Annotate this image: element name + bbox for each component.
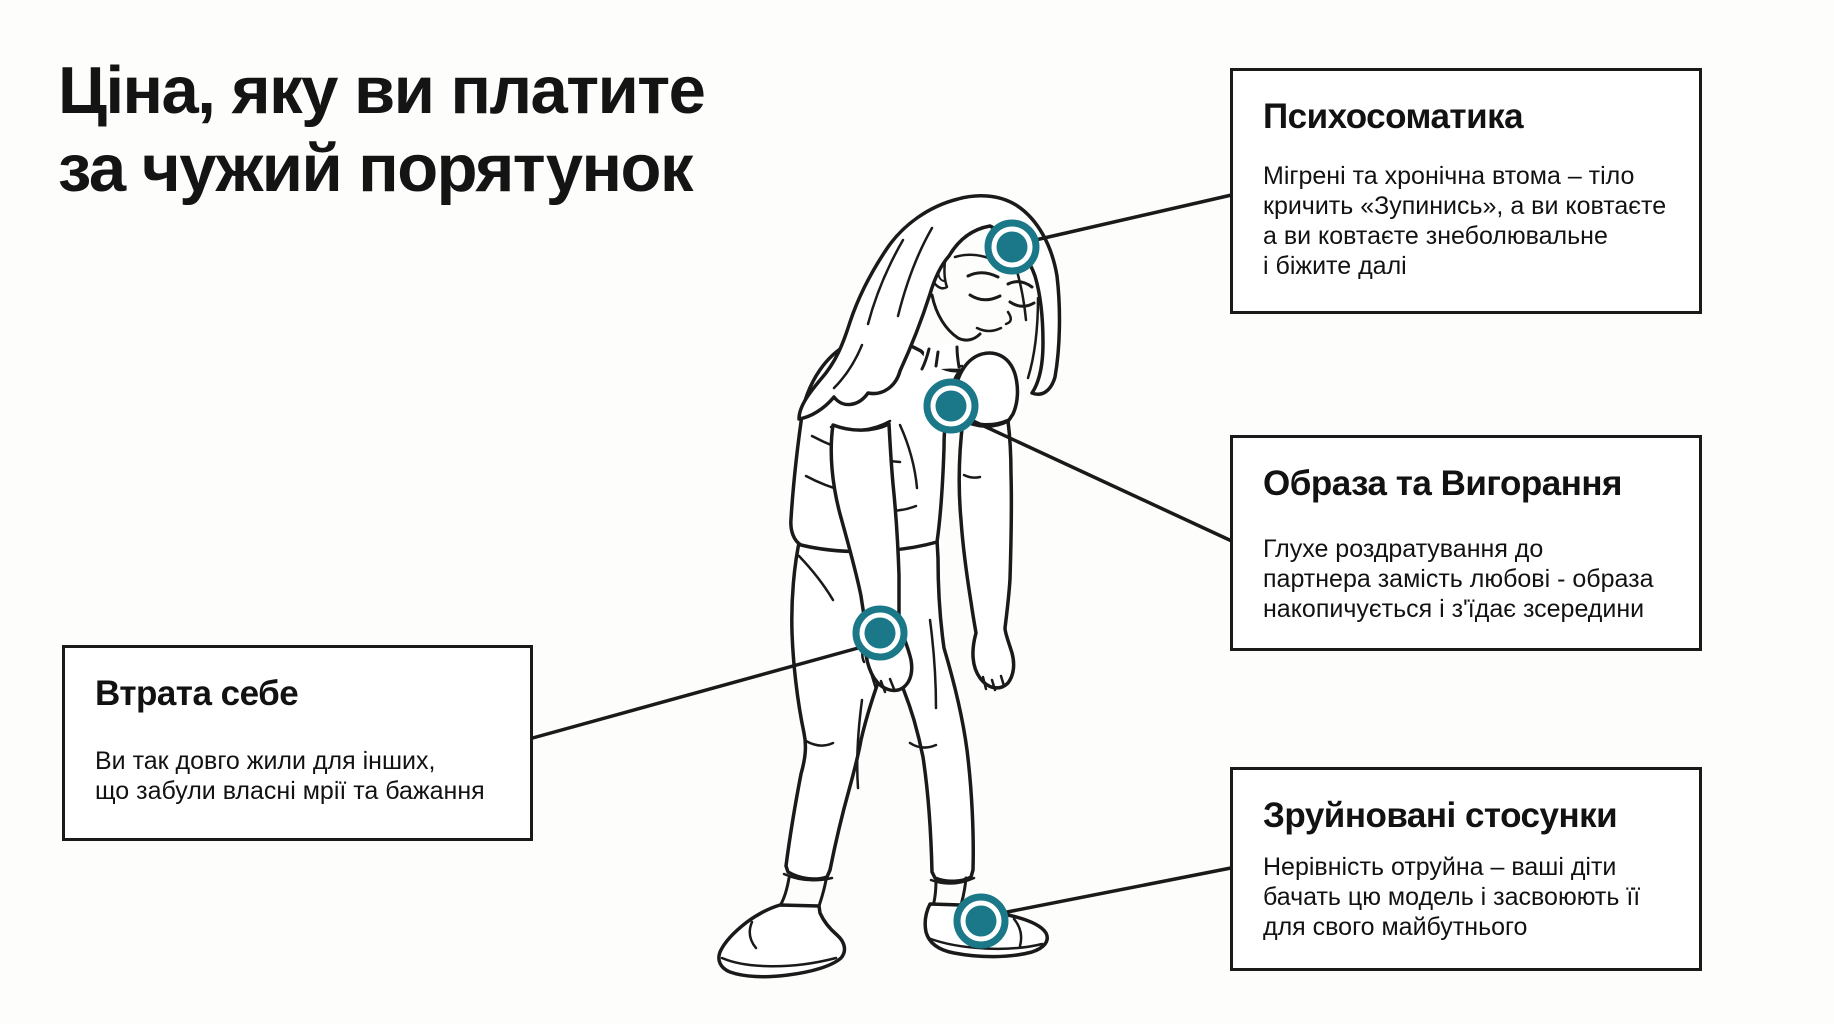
callout-title: Втрата себе (95, 674, 299, 713)
callout-title: Зруйновані стосунки (1263, 796, 1618, 835)
callout-body: Мігрені та хронічна втома – тіло кричить… (1263, 162, 1667, 280)
neck-lines (920, 345, 961, 371)
left-hand-finger-lines (861, 639, 896, 694)
callout-body: Ви так довго жили для інших, що забули в… (95, 747, 485, 805)
callout-title: Психосоматика (1263, 97, 1524, 136)
pain-point-marker-chest-icon (923, 378, 979, 434)
jaw-line (930, 293, 982, 342)
callout-box-ruined-relationships: Зруйновані стосунки Нерівність отруйна –… (1230, 767, 1702, 971)
pain-point-markers (852, 219, 1040, 949)
connector-lines (528, 192, 1237, 917)
pain-point-marker-wrist-icon (852, 605, 908, 661)
nose-line (1004, 310, 1012, 326)
connector-line-wrist (528, 643, 870, 741)
callout-box-psychosomatics: Психосоматика Мігрені та хронічна втома … (1230, 68, 1702, 314)
pants-detail-lines (782, 554, 976, 885)
ankles (778, 876, 968, 908)
right-arm (957, 418, 1016, 690)
callout-title: Образа та Вигорання (1263, 464, 1622, 503)
connector-line-chest (957, 412, 1237, 545)
neck-fill (922, 345, 960, 370)
woman-figure (717, 194, 1062, 979)
callout-body: Глухе роздратування до партнера замість … (1263, 535, 1654, 623)
page-title: Ціна, яку ви платите за чужий порятунок (58, 53, 706, 207)
right-hand-finger-lines (962, 473, 1006, 692)
callout-box-resentment-burnout: Образа та Вигорання Глухе роздратування … (1230, 435, 1702, 651)
callout-box-loss-of-self: Втрата себе Ви так довго жили для інших,… (62, 645, 533, 841)
pain-point-marker-foot-icon (953, 893, 1009, 949)
front-shoe-sole-line (926, 917, 1044, 951)
hair (797, 194, 1062, 421)
eyebrows (966, 271, 1034, 289)
sad-mouth (975, 326, 1003, 333)
back-shoe-sole-line (720, 920, 838, 968)
connector-line-foot (991, 865, 1237, 917)
hair-strand-lines (832, 226, 1040, 390)
connector-line-head (1017, 192, 1237, 246)
callout-body: Нерівність отруйна – ваші діти бачать цю… (1263, 853, 1641, 941)
closed-eyes (968, 293, 1036, 308)
pain-point-marker-head-icon (984, 219, 1040, 275)
